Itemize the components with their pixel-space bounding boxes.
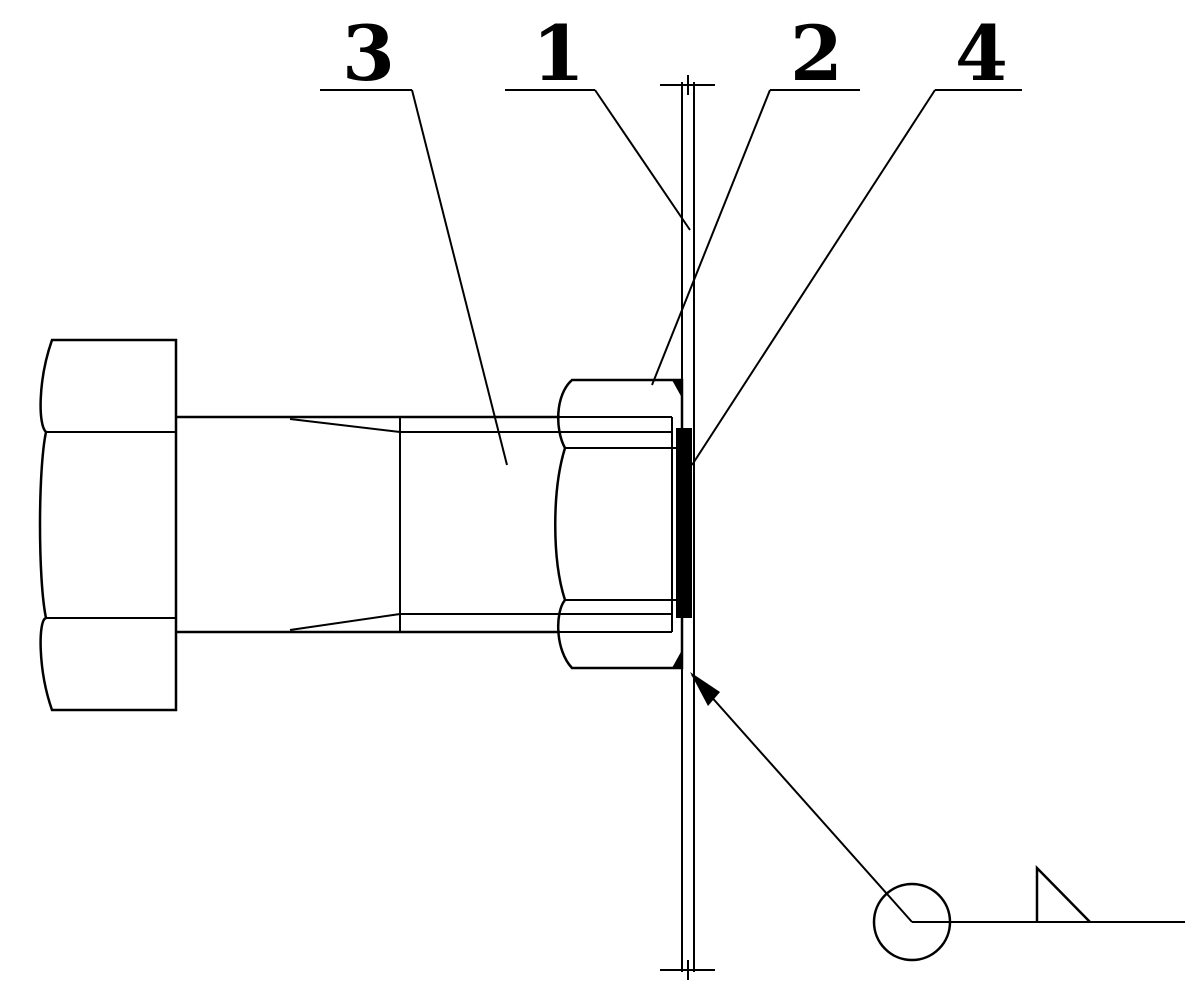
leader-lines: [320, 89, 1022, 466]
bolt-head: [38, 338, 178, 712]
leader-line-1: [594, 89, 691, 231]
weld-fillet-bottom: [672, 650, 682, 668]
bolt-head-outline: [38, 338, 178, 712]
callout-label-3: 3: [342, 9, 395, 98]
callout-label-1: 1: [532, 9, 585, 98]
thread-runout-bottom: [289, 613, 401, 631]
gasket-seal: [676, 428, 692, 618]
callout-label-2: 2: [790, 9, 843, 98]
bolt-shank: [176, 415, 673, 634]
leader-line-2: [651, 89, 771, 386]
nut-outline: [554, 378, 684, 670]
thread-runout-top: [289, 418, 401, 433]
weld-arrow-line: [691, 674, 913, 923]
leader-line-3: [411, 89, 508, 466]
callout-label-4: 4: [955, 9, 1008, 98]
fillet-weld-triangle: [1035, 864, 1091, 923]
leader-line-4: [691, 89, 936, 466]
nut: [554, 378, 684, 670]
weld-symbol: [690, 672, 1185, 962]
weld-fillet-top: [672, 380, 682, 398]
weld-arrowhead: [690, 672, 720, 706]
